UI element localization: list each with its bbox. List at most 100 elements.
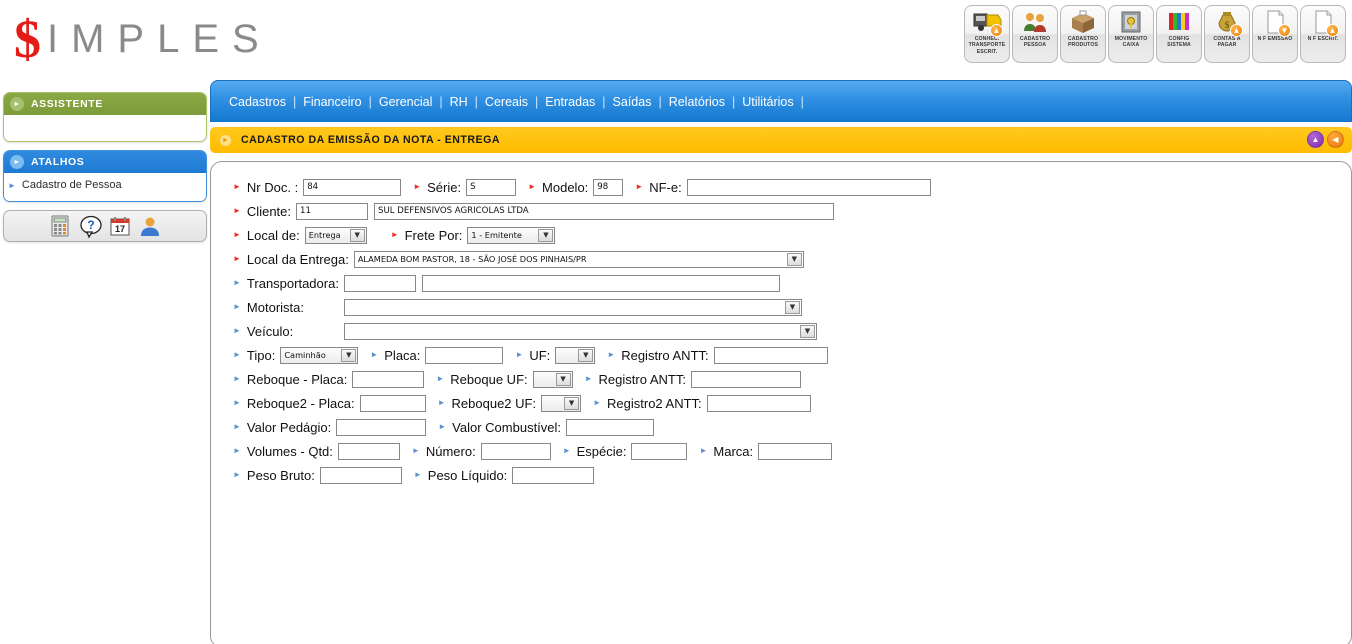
reboque-placa-label: Reboque - Placa: xyxy=(246,371,348,387)
assistente-panel-header[interactable]: ► ASSISTENTE xyxy=(4,93,206,115)
reboque2-placa-input[interactable] xyxy=(359,394,426,412)
optional-arrow-icon: ► xyxy=(593,398,602,407)
valor-combustivel-input[interactable] xyxy=(566,418,655,436)
nfe-input[interactable] xyxy=(686,178,931,196)
marca-input[interactable] xyxy=(758,442,833,460)
page-title: CADASTRO DA EMISSÃO DA NOTA - ENTREGA xyxy=(241,134,501,146)
optional-arrow-icon: ► xyxy=(233,446,241,455)
nav-item-rh[interactable]: RH xyxy=(449,94,468,109)
safe-icon xyxy=(1116,9,1146,35)
reboque-uf-select[interactable]: ▼ xyxy=(532,370,573,388)
nav-item-cadastros[interactable]: Cadastros xyxy=(229,94,286,109)
nav-item-utilitarios[interactable]: Utilitários xyxy=(742,94,794,109)
toolbar-button-nf-emissao[interactable]: ▼ N F EMISSÃO xyxy=(1252,5,1298,63)
form-row-valores: ► Valor Pedágio: ► Valor Combustível: xyxy=(233,416,1351,438)
cliente-code-input[interactable] xyxy=(296,202,368,220)
optional-arrow-icon: ► xyxy=(233,350,241,359)
reboque-placa-input[interactable] xyxy=(352,370,425,388)
reboque2-antt-input[interactable] xyxy=(706,394,811,412)
required-arrow-icon: ► xyxy=(390,230,399,239)
nav-separator: | xyxy=(292,94,297,109)
money-bag-icon: $ ▲ xyxy=(1212,9,1243,37)
nav-separator: | xyxy=(535,94,539,109)
people-icon xyxy=(1020,9,1050,35)
form-row-pesos: ► Peso Bruto: ► Peso Líquido: xyxy=(233,464,1351,486)
frete-por-select[interactable]: 1 - Emitente ▼ xyxy=(467,226,556,244)
form-row-documento: ► Nr Doc. : ► Série: ► Modelo: ► NF-e: xyxy=(233,176,1351,198)
nav-item-gerencial[interactable]: Gerencial xyxy=(378,94,433,109)
toolbar-button-nf-escrit[interactable]: ▲ N F ESCRIT. xyxy=(1300,5,1346,63)
optional-arrow-icon: ► xyxy=(436,374,445,383)
toolbar-label: CONTAS A PAGAR xyxy=(1213,36,1241,49)
nr-doc-input[interactable] xyxy=(303,178,402,196)
collapse-button[interactable]: ▲ xyxy=(1307,131,1324,148)
svg-text:$: $ xyxy=(1225,20,1230,30)
transportadora-name-input[interactable] xyxy=(421,274,780,292)
sidebar-item-cadastro-de-pessoa[interactable]: ► Cadastro de Pessoa xyxy=(4,177,206,193)
motorista-select[interactable]: ▼ xyxy=(343,298,802,316)
chevron-right-icon: ► xyxy=(10,155,24,169)
atalhos-panel-header[interactable]: ► ATALHOS xyxy=(4,151,206,173)
local-de-select[interactable]: Entrega ▼ xyxy=(304,226,367,244)
user-icon[interactable] xyxy=(139,215,161,237)
toolbar-button-cadastro-pessoa[interactable]: CADASTRO PESSOA xyxy=(1012,5,1058,63)
modelo-input[interactable] xyxy=(593,178,624,196)
calculator-icon[interactable] xyxy=(49,215,71,237)
main-content: Cadastros | Financeiro | Gerencial | RH … xyxy=(210,80,1352,644)
required-arrow-icon: ► xyxy=(233,230,241,239)
required-arrow-icon: ► xyxy=(413,182,422,191)
form-row-cliente: ► Cliente: xyxy=(233,200,1351,222)
valor-pedagio-input[interactable] xyxy=(336,418,427,436)
volumes-qtd-input[interactable] xyxy=(337,442,400,460)
tipo-select[interactable]: Caminhão ▼ xyxy=(280,346,359,364)
optional-arrow-icon: ► xyxy=(607,350,616,359)
local-entrega-label: Local da Entrega: xyxy=(246,251,349,267)
toolbar-button-conhec-transporte[interactable]: ▲ CONHEC. TRANSPORTE ESCRIT. xyxy=(964,5,1010,63)
form-row-veiculo: ► Veículo: ▼ xyxy=(233,320,1351,342)
peso-bruto-input[interactable] xyxy=(319,466,402,484)
nfe-label: NF-e: xyxy=(649,179,682,195)
calendar-icon[interactable]: 17 xyxy=(109,215,131,237)
toolbar-button-cadastro-produtos[interactable]: CADASTRO PRODUTOS xyxy=(1060,5,1106,63)
reboque2-uf-select[interactable]: ▼ xyxy=(541,394,582,412)
title-bar-actions: ▲ ◀ xyxy=(1307,131,1344,148)
transportadora-code-input[interactable] xyxy=(343,274,416,292)
optional-arrow-icon: ► xyxy=(411,446,420,455)
modelo-label: Modelo: xyxy=(542,179,589,195)
cliente-label: Cliente: xyxy=(246,203,291,219)
nav-item-financeiro[interactable]: Financeiro xyxy=(303,94,362,109)
chevron-down-icon: ▼ xyxy=(799,324,815,338)
form-row-tipo-placa: ► Tipo: Caminhão ▼ ► Placa: ► UF: ▼ xyxy=(233,344,1351,366)
optional-arrow-icon: ► xyxy=(562,446,571,455)
uf-select[interactable]: ▼ xyxy=(555,346,596,364)
toolbar-label: CADASTRO PESSOA xyxy=(1019,36,1051,49)
toolbar-button-contas-a-pagar[interactable]: $ ▲ CONTAS A PAGAR xyxy=(1204,5,1250,63)
toolbar-label: CONHEC. TRANSPORTE ESCRIT. xyxy=(968,36,1006,55)
toolbar-button-config-sistema[interactable]: CONFIG SISTEMA xyxy=(1156,5,1202,63)
help-icon[interactable]: ? xyxy=(79,215,102,239)
toolbar-button-movimento-caixa[interactable]: MOVIMENTO CAIXA xyxy=(1108,5,1154,63)
placa-input[interactable] xyxy=(425,346,504,364)
cliente-name-input[interactable] xyxy=(374,202,834,220)
app-logo: $ IMPLES xyxy=(14,12,272,66)
local-entrega-value: ALAMEDA BOM PASTOR, 18 - SÃO JOSÉ DOS PI… xyxy=(357,254,587,264)
back-button[interactable]: ◀ xyxy=(1327,131,1344,148)
peso-liquido-input[interactable] xyxy=(512,466,595,484)
nav-item-cereais[interactable]: Cereais xyxy=(484,94,528,109)
especie-input[interactable] xyxy=(631,442,688,460)
nav-item-saidas[interactable]: Saídas xyxy=(612,94,652,109)
form-inner: ► Nr Doc. : ► Série: ► Modelo: ► NF-e: xyxy=(211,162,1351,486)
reboque2-antt-label: Registro2 ANTT: xyxy=(607,395,702,411)
chevron-right-icon: ► xyxy=(220,134,231,146)
nav-item-entradas[interactable]: Entradas xyxy=(545,94,596,109)
local-entrega-select[interactable]: ALAMEDA BOM PASTOR, 18 - SÃO JOSÉ DOS PI… xyxy=(353,250,804,268)
reboque-antt-input[interactable] xyxy=(690,370,801,388)
registro-antt-input[interactable] xyxy=(713,346,828,364)
local-de-label: Local de: xyxy=(246,227,300,243)
serie-input[interactable] xyxy=(466,178,517,196)
palette-icon xyxy=(1164,9,1194,35)
sidebar-item-label: Cadastro de Pessoa xyxy=(21,179,122,191)
numero-input[interactable] xyxy=(480,442,551,460)
veiculo-select[interactable]: ▼ xyxy=(343,322,817,340)
nav-item-relatorios[interactable]: Relatórios xyxy=(668,94,725,109)
